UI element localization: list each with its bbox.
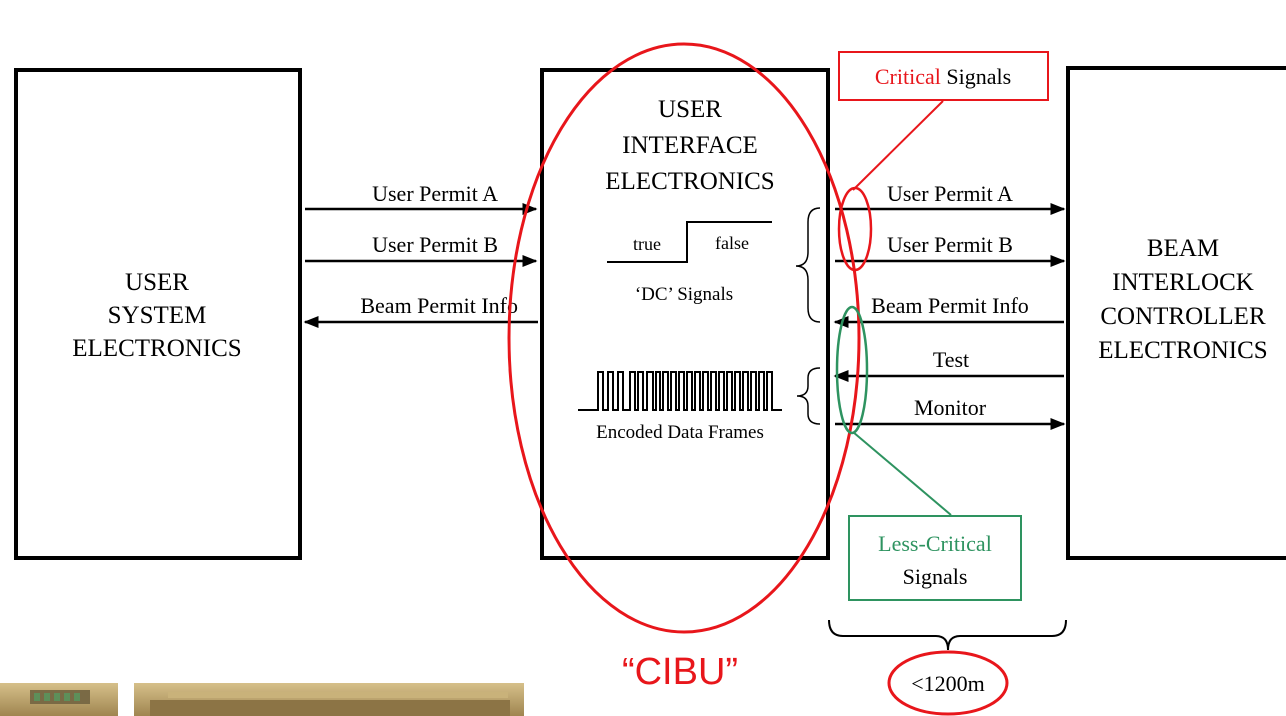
beam-interlock-line-3: CONTROLLER <box>1100 303 1266 330</box>
beam-interlock-line-4: ELECTRONICS <box>1098 337 1267 364</box>
user-interface-line-1: USER <box>658 96 722 123</box>
user-system-box <box>14 68 302 560</box>
right-permit-a-label: User Permit A <box>887 181 1013 206</box>
encoded-frames-caption: Encoded Data Frames <box>596 422 764 443</box>
user-system-line-1: USER <box>125 269 189 296</box>
left-permit-b-label: User Permit B <box>372 232 498 257</box>
less-critical-ellipse <box>835 305 869 435</box>
critical-callout-line <box>852 100 944 191</box>
less-critical-callout <box>848 515 1022 601</box>
less-critical-callout-line <box>852 431 952 516</box>
user-interface-line-3: ELECTRONICS <box>605 168 774 195</box>
user-system-line-2: SYSTEM <box>108 302 207 329</box>
user-interface-box <box>540 68 830 560</box>
dc-signal-waveform <box>607 221 772 263</box>
left-permit-a-label: User Permit A <box>372 181 498 206</box>
distance-ellipse <box>887 650 1009 716</box>
beam-interlock-line-1: BEAM <box>1147 235 1219 262</box>
user-system-line-3: ELECTRONICS <box>72 335 241 362</box>
critical-word: Critical <box>875 64 941 89</box>
right-beam-info-label: Beam Permit Info <box>871 293 1029 318</box>
cibu-highlight-ellipse <box>507 42 861 634</box>
dc-false-label: false <box>715 233 749 253</box>
distance-label: <1200m <box>911 671 985 696</box>
hardware-photo-1 <box>0 683 118 716</box>
critical-signals-text: Critical Signals <box>875 64 1011 89</box>
user-interface-line-2: INTERFACE <box>622 132 758 159</box>
critical-rest: Signals <box>941 64 1011 89</box>
less-critical-line-1: Less-Critical <box>878 531 992 556</box>
dc-signals-caption: ‘DC’ Signals <box>635 284 733 305</box>
cibu-label: “CIBU” <box>622 651 738 693</box>
less-critical-line-2: Signals <box>903 564 968 589</box>
beam-interlock-line-2: INTERLOCK <box>1112 269 1254 296</box>
critical-signals-ellipse <box>837 186 873 272</box>
right-monitor-label: Monitor <box>914 395 987 420</box>
dc-signals-brace <box>795 207 821 323</box>
dc-true-label: true <box>633 234 661 254</box>
critical-signals-callout <box>838 51 1049 101</box>
left-beam-info-label: Beam Permit Info <box>360 293 518 318</box>
beam-interlock-box <box>1066 66 1286 560</box>
right-permit-b-label: User Permit B <box>887 232 1013 257</box>
hardware-photo-2 <box>134 683 524 716</box>
distance-brace <box>828 619 1067 651</box>
right-test-label: Test <box>933 347 969 372</box>
encoded-frames-brace <box>796 367 821 425</box>
encoded-frames-waveform <box>578 371 782 411</box>
